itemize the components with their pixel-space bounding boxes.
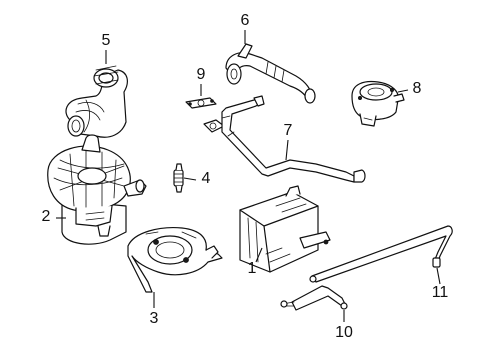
- callout-11: 11: [431, 284, 449, 301]
- callout-2: 2: [41, 208, 51, 225]
- callout-6: 6: [240, 12, 250, 29]
- part-11-vent-line: [309, 225, 453, 283]
- part-4-fitting: [173, 163, 184, 193]
- part-8-valve: [351, 80, 405, 127]
- callout-3: 3: [149, 310, 159, 327]
- leader-8: [397, 89, 409, 93]
- part-2-air-pump: [47, 134, 147, 245]
- leader-lines: [56, 30, 441, 322]
- part-7-pipe: [203, 95, 366, 183]
- part-9-gasket: [185, 97, 217, 109]
- leader-1: [255, 247, 263, 263]
- callout-8: 8: [412, 80, 422, 97]
- callout-9: 9: [196, 66, 206, 83]
- part-6-hose: [225, 43, 316, 104]
- part-1-canister: [239, 185, 331, 273]
- part-10-vent-line: [280, 285, 348, 311]
- callout-1: 1: [247, 260, 257, 277]
- callout-7: 7: [283, 122, 293, 139]
- callout-5: 5: [101, 32, 111, 49]
- leader-11: [436, 267, 441, 285]
- callout-4: 4: [201, 170, 211, 187]
- leader-4: [183, 177, 197, 181]
- part-5-intake-hose: [65, 65, 128, 138]
- leader-7: [285, 139, 289, 161]
- part-3-bracket: [127, 227, 223, 293]
- callout-10: 10: [335, 324, 353, 341]
